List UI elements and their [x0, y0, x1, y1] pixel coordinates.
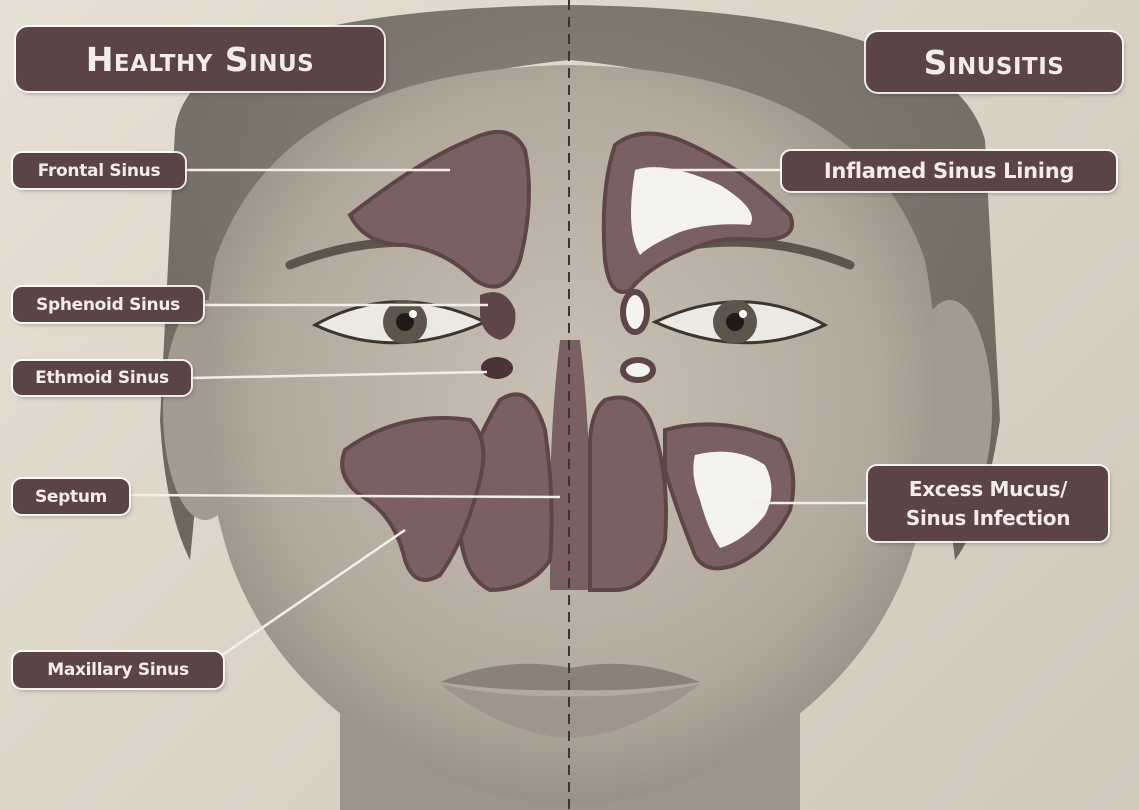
excess-mucus-line1: Excess Mucus/: [909, 475, 1067, 504]
ethmoid-sinus: [481, 357, 513, 379]
maxillary-sinus-label: Maxillary Sinus: [13, 652, 223, 688]
ethmoid-pocket-lower: [623, 360, 653, 380]
healthy-sinus-title: Healthy Sinus: [16, 27, 384, 91]
excess-mucus-line2: Sinus Infection: [906, 504, 1070, 533]
frontal-sinus-label: Frontal Sinus: [13, 153, 185, 188]
ethmoid-pocket-upper: [623, 292, 647, 332]
sphenoid-sinus-label: Sphenoid Sinus: [13, 287, 203, 322]
inflamed-sinus-lining-label: Inflamed Sinus Lining: [782, 151, 1116, 191]
septum-label: Septum: [13, 479, 129, 514]
sinusitis-title: Sinusitis: [866, 32, 1122, 92]
ethmoid-sinus-label: Ethmoid Sinus: [13, 361, 191, 395]
excess-mucus-label: Excess Mucus/ Sinus Infection: [868, 466, 1108, 541]
